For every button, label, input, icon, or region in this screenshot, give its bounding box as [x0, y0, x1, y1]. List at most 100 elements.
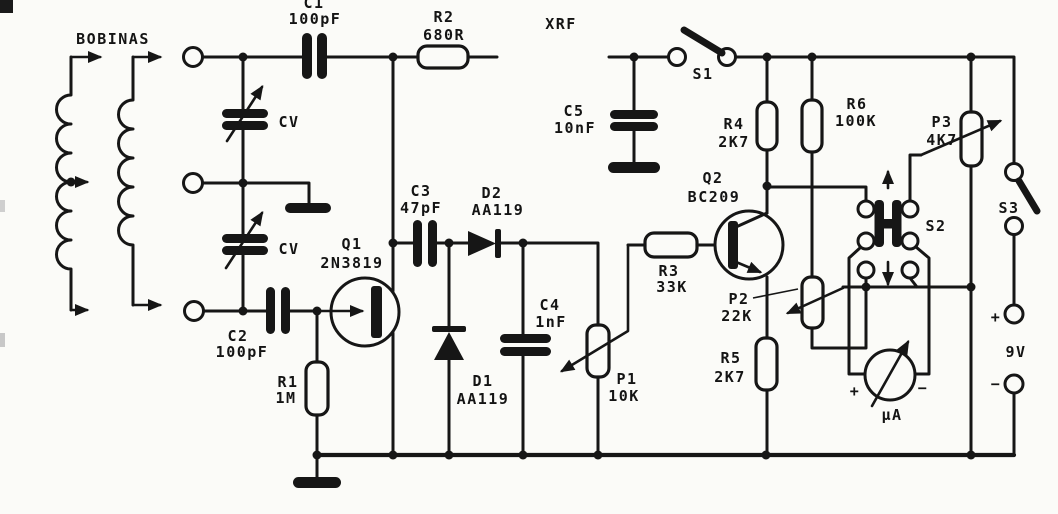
coil-bobina-2: [117, 51, 163, 311]
label-r1-value: 1M: [275, 389, 296, 407]
switch-blade: [680, 26, 726, 57]
scan-artifacts: [0, 0, 13, 347]
label-p1-name: P1: [616, 370, 637, 388]
capacitor-c2: [266, 287, 290, 334]
coil-tap-dot: [66, 177, 76, 187]
coil-socket-terminals: [182, 46, 205, 322]
label-r4-value: 2K7: [718, 133, 750, 151]
label-q2-value: BC209: [688, 188, 741, 206]
label-p3-name: P3: [931, 113, 952, 131]
label-leader: [752, 288, 799, 299]
resistor-r3: [643, 231, 699, 259]
label-p3-value: 4K7: [926, 131, 958, 149]
label-r6-value: 100K: [835, 112, 877, 130]
transistor-q2-bjt: [713, 209, 785, 281]
transistor-q1-jfet: [315, 276, 401, 348]
label-r4-name: R4: [723, 115, 744, 133]
wiper-arrow: [559, 243, 647, 373]
label-r2-value: 680R: [423, 26, 465, 44]
switch-s3: [1004, 162, 1041, 236]
capacitor-c5: [610, 110, 658, 131]
label-r6-name: R6: [846, 95, 867, 113]
label-battery-minus: −: [991, 375, 1002, 393]
label-bobinas: BOBINAS: [76, 30, 150, 48]
label-p2-name: P2: [728, 290, 749, 308]
resistor-r2: [416, 44, 470, 70]
label-c5-value: 10nF: [554, 119, 596, 137]
terminal-bottom: [183, 300, 205, 322]
battery-9v: [1003, 303, 1025, 395]
resistor-r1: [304, 360, 330, 417]
label-xrf: XRF: [545, 15, 577, 33]
switch-blade: [1015, 177, 1041, 215]
switch-s2-dpdt: [856, 169, 920, 287]
variable-arrow: [224, 210, 264, 270]
label-d1-value: AA119: [457, 390, 510, 408]
resistor-r4: [755, 100, 779, 152]
wires: [201, 55, 1017, 479]
label-s3: S3: [998, 199, 1019, 217]
resistor-r5: [754, 336, 779, 392]
terminal-top: [182, 46, 204, 68]
battery-plus-terminal: [1003, 303, 1025, 325]
battery-minus-terminal: [1003, 373, 1025, 395]
label-r2-name: R2: [433, 8, 454, 26]
label-r5-name: R5: [720, 349, 741, 367]
label-p2-value: 22K: [721, 307, 753, 325]
label-cv1: CV: [278, 113, 299, 131]
terminal-middle: [182, 172, 204, 194]
label-d2-value: AA119: [472, 201, 525, 219]
resistor-r6: [800, 98, 824, 154]
label-c1-name: C1: [303, 0, 324, 12]
label-c3-name: C3: [410, 182, 431, 200]
potentiometer-p1: [559, 243, 647, 379]
label-s2: S2: [925, 217, 946, 235]
label-q1-value: 2N3819: [320, 254, 383, 272]
meter-needle: [870, 339, 910, 408]
emitter-arrow: [734, 260, 763, 274]
chassis-bar-cv: [285, 203, 331, 213]
capacitor-c4: [500, 334, 551, 356]
label-c1-value: 100pF: [289, 10, 342, 28]
label-cv2: CV: [278, 240, 299, 258]
label-c2-value: 100pF: [216, 343, 269, 361]
junction-dots: [238, 52, 976, 460]
potentiometer-p2: [752, 275, 845, 330]
capacitor-c3: [413, 220, 437, 267]
variable-arrow: [225, 84, 264, 143]
ground-bar-c5: [608, 162, 660, 173]
label-meter-minus: −: [918, 379, 929, 397]
label-meter-unit: µA: [881, 406, 902, 424]
label-c3-value: 47pF: [400, 199, 442, 217]
labels: BOBINAS C1 100pF R2 680R XRF C5 10nF S1 …: [76, 0, 1026, 424]
diode-d1: [432, 326, 466, 360]
label-d2-name: D2: [481, 184, 502, 202]
microammeter: [863, 339, 917, 408]
variable-capacitor-cv1: [222, 84, 268, 143]
label-q1-name: Q1: [341, 235, 362, 253]
label-s1: S1: [692, 65, 713, 83]
ground-bar-main: [293, 477, 341, 488]
label-p1-value: 10K: [608, 387, 640, 405]
label-c4-name: C4: [539, 296, 560, 314]
switch-s1: [667, 26, 737, 67]
diode-d2: [468, 229, 501, 258]
variable-capacitor-cv2: [222, 210, 268, 270]
label-battery-voltage: 9V: [1005, 343, 1026, 361]
label-meter-plus: +: [850, 382, 861, 400]
label-c5-name: C5: [563, 102, 584, 120]
label-d1-name: D1: [472, 372, 493, 390]
label-r1-name: R1: [277, 373, 298, 391]
wiper-arrow: [919, 119, 1003, 157]
label-c4-value: 1nF: [535, 313, 567, 331]
coil-bobina-1: [55, 51, 103, 316]
label-battery-plus: +: [991, 308, 1002, 326]
wiper-arrow: [785, 286, 845, 315]
label-r3-name: R3: [658, 262, 679, 280]
label-q2-name: Q2: [702, 169, 723, 187]
label-r5-value: 2K7: [714, 368, 746, 386]
potentiometer-p3: [919, 110, 1003, 168]
label-r3-value: 33K: [656, 278, 688, 296]
